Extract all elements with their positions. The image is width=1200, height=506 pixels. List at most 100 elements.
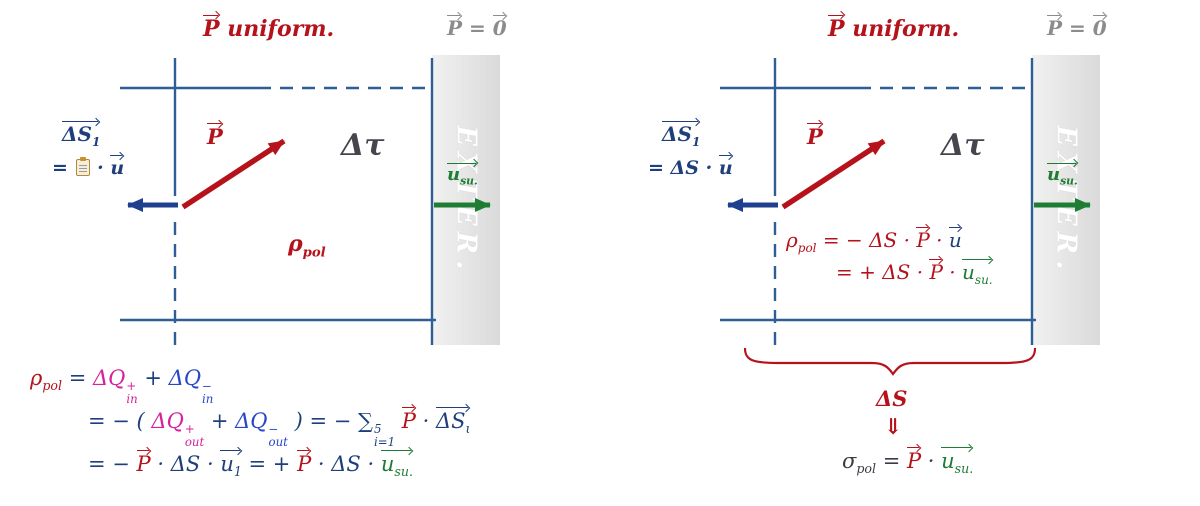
math-token: ΔQ+in <box>92 366 138 407</box>
p-vector-label: P <box>807 123 823 149</box>
math-token: ΔQ−out <box>235 409 288 450</box>
vector-arrow-icon <box>110 151 123 157</box>
math-token: P <box>807 123 823 148</box>
vector-arrow-icon <box>941 442 972 449</box>
math-token: ρpol <box>786 228 817 255</box>
math-token: P <box>828 15 845 41</box>
math-token: usu. <box>447 162 478 187</box>
math-token: usu. <box>380 450 413 479</box>
math-token: · <box>360 452 381 476</box>
math-token: · <box>150 452 171 476</box>
math-token: 0 <box>1092 15 1107 39</box>
math-token: = − ( <box>88 409 152 433</box>
math-token: P <box>1047 15 1062 39</box>
math-token <box>395 410 402 432</box>
u-su-label: usu. <box>1047 162 1078 187</box>
p-uniform-label: P uniform. <box>203 15 335 42</box>
vector-arrow-icon <box>828 10 843 17</box>
math-token: · <box>90 157 111 179</box>
math-token: P <box>207 123 223 148</box>
box-lines <box>720 58 1036 345</box>
math-token: = − <box>816 228 870 252</box>
vector-arrow-icon <box>916 222 928 229</box>
math-token: ΔS <box>876 386 908 411</box>
math-token: = <box>62 366 93 390</box>
p-uniform-label: P uniform. <box>828 15 959 42</box>
math-token: = <box>648 157 671 179</box>
math-token: P <box>447 15 462 39</box>
math-token: · <box>921 449 942 473</box>
vector-arrow-icon <box>136 445 149 452</box>
math-token: · <box>942 260 963 284</box>
math-token: P <box>401 407 416 432</box>
vector-arrow-icon <box>906 442 920 449</box>
delta-s-underbrace <box>743 347 1037 376</box>
vector-arrow-icon <box>718 151 731 157</box>
math-token: u <box>718 155 733 178</box>
p-zero-label: P = 0 <box>447 15 507 40</box>
box-lines <box>120 58 436 345</box>
equation-line-3: = − P · ΔS · u1 = + P · ΔS · usu. <box>88 450 470 495</box>
p-zero-label: P = 0 <box>1047 15 1107 40</box>
math-token: usu. <box>941 447 973 476</box>
rho-pol-equation-line-1: ρpol = − ΔS · P · u <box>786 227 962 255</box>
vector-arrow-icon <box>662 116 699 123</box>
math-token: · <box>897 228 917 252</box>
polarization-arrow <box>181 138 286 210</box>
vector-arrow-icon <box>948 222 960 229</box>
math-token: P <box>203 15 220 41</box>
math-token: ΔSι <box>435 407 470 436</box>
vector-arrow-icon <box>1047 158 1076 164</box>
math-token: P <box>916 227 930 251</box>
math-token: ρpol <box>288 231 326 261</box>
math-token: · <box>699 157 719 179</box>
math-token: + <box>137 366 169 390</box>
math-token: ΔS1 <box>662 121 700 149</box>
vector-arrow-icon <box>492 10 505 17</box>
clipboard-icon <box>75 157 90 176</box>
rho-pol-equation-line-2: = + ΔS · P · usu. <box>836 259 993 287</box>
math-token: u <box>110 155 124 178</box>
math-token: ρpol <box>30 366 63 394</box>
math-token: u1 <box>220 450 242 479</box>
math-token: = <box>462 16 493 40</box>
double-down-arrow-icon: ⇓ <box>884 414 903 440</box>
math-token: ΔQ+out <box>151 409 205 450</box>
math-token: P <box>136 450 151 475</box>
vector-arrow-icon <box>207 118 221 125</box>
vector-arrow-icon <box>1092 10 1105 17</box>
equation-line-1: ρpol = ΔQ+in + ΔQ−in <box>30 366 470 409</box>
math-token: = <box>876 449 907 473</box>
vector-arrow-icon <box>962 254 991 261</box>
delta-s1-label: ΔS1 <box>62 121 100 149</box>
math-token: ΔS <box>869 228 898 252</box>
math-token: uniform. <box>219 16 335 42</box>
delta-s1-equation: = ΔS · u <box>648 155 733 179</box>
math-token: = + <box>836 260 883 284</box>
rho-pol-label: ρpol <box>288 231 326 260</box>
left-equations-block: ρpol = ΔQ+in + ΔQ−in = − ( ΔQ+out + ΔQ−o… <box>30 366 470 495</box>
math-token: usu. <box>1047 162 1078 187</box>
vector-arrow-icon <box>807 118 821 125</box>
math-token: · <box>200 452 221 476</box>
p-vector-label: P <box>207 123 223 149</box>
math-token: P <box>297 450 311 475</box>
polarization-arrow <box>781 138 886 210</box>
vector-arrow-icon <box>380 445 411 452</box>
vector-arrow-icon <box>401 402 414 409</box>
delta-tau-label: Δτ <box>941 128 985 163</box>
math-token: · <box>910 260 930 284</box>
delta-s-brace-label: ΔS <box>876 386 907 411</box>
math-token: ) = − <box>287 409 358 433</box>
vector-arrow-icon <box>929 254 941 261</box>
math-token: = + <box>241 452 298 476</box>
math-token: ΔS <box>331 452 361 476</box>
math-token: ΔS1 <box>62 121 100 149</box>
u-su-label: usu. <box>447 162 478 187</box>
math-token: ΔS <box>170 452 201 476</box>
vector-arrow-icon <box>447 10 461 17</box>
math-token: ΔS <box>670 157 700 179</box>
delta-s1-label: ΔS1 <box>662 121 700 149</box>
